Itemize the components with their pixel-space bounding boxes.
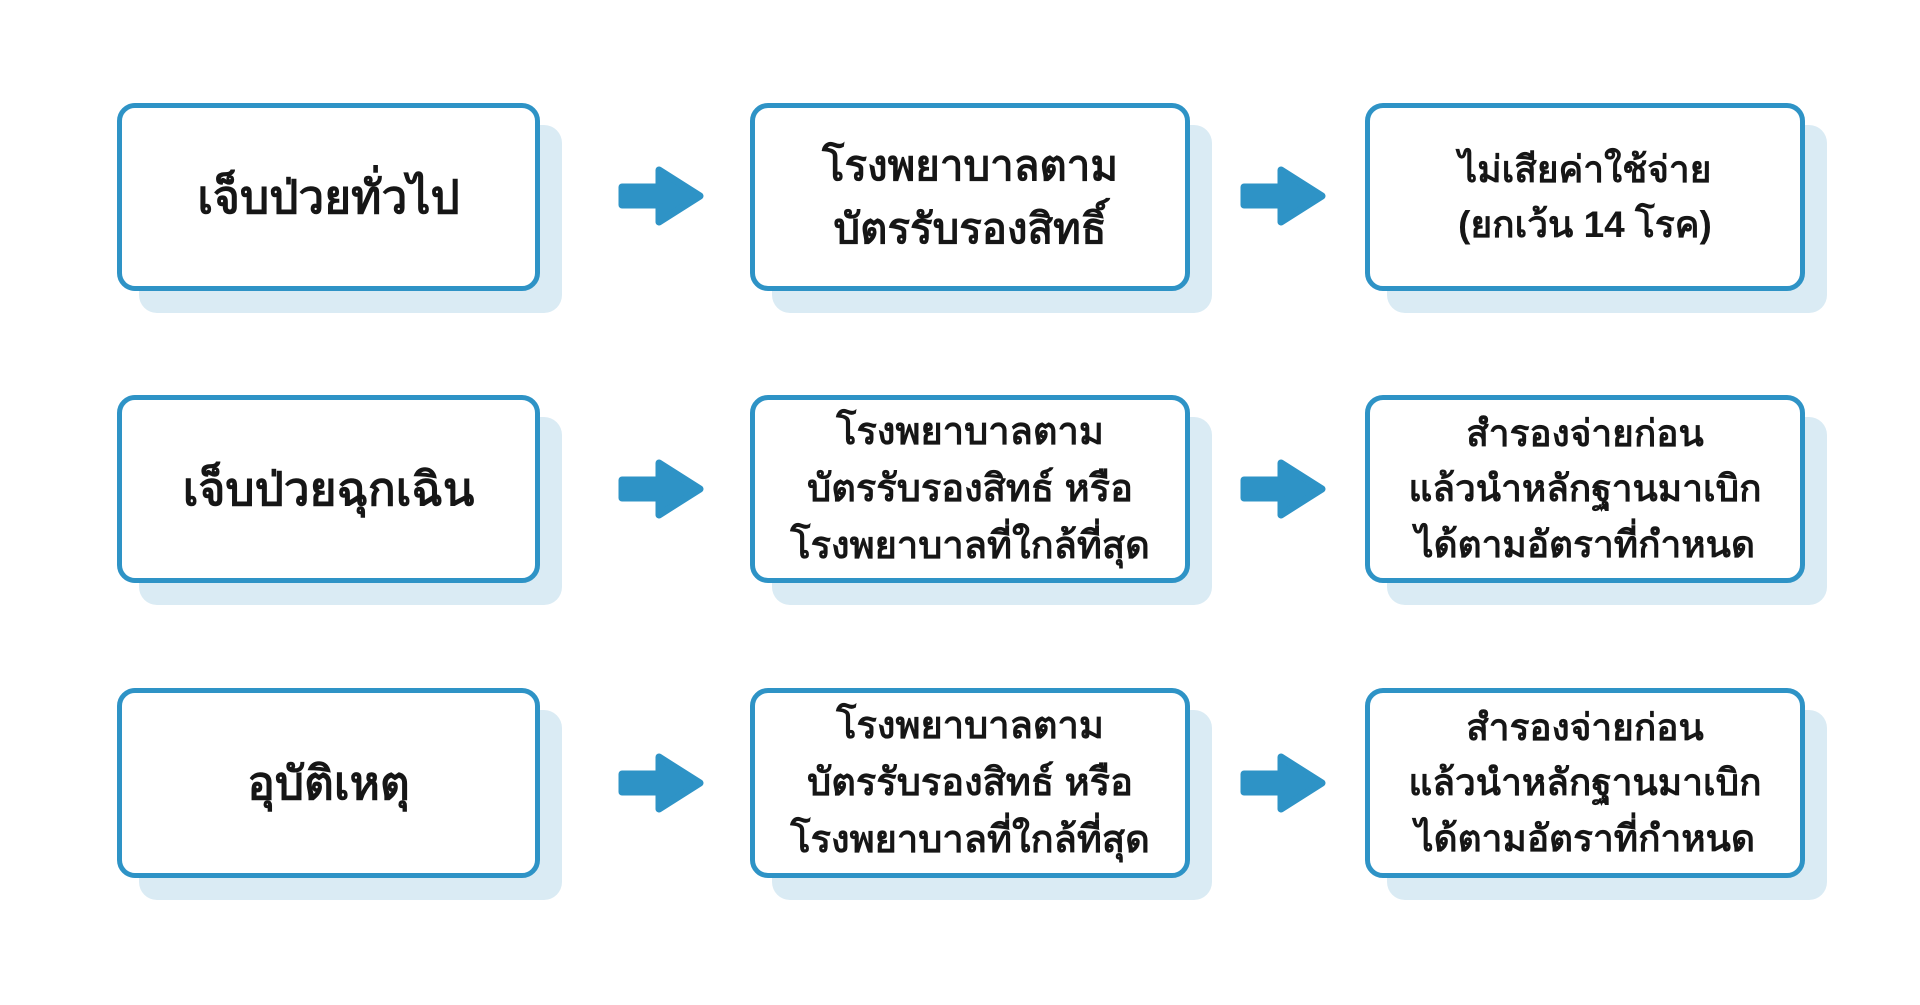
hospital-box-row1: โรงพยาบาลตาม บัตรรับรองสิทธิ์	[750, 103, 1190, 291]
payment-box-row2: สำรองจ่ายก่อน แล้วนำหลักฐานมาเบิก ได้ตาม…	[1365, 395, 1805, 583]
arrow-right-icon	[618, 753, 704, 813]
condition-label: อุบัติเหตุ	[247, 756, 410, 809]
payment-label: สำรองจ่ายก่อน แล้วนำหลักฐานมาเบิก ได้ตาม…	[1408, 706, 1762, 859]
condition-label: เจ็บป่วยฉุกเฉิน	[182, 462, 475, 515]
hospital-box-row3: โรงพยาบาลตาม บัตรรับรองสิทธ์ หรือ โรงพยา…	[750, 688, 1190, 878]
payment-label: ไม่เสียค่าใช้จ่าย (ยกเว้น 14 โรค)	[1458, 148, 1712, 246]
hospital-label: โรงพยาบาลตาม บัตรรับรองสิทธ์ หรือ โรงพยา…	[790, 704, 1150, 861]
condition-box-general-illness: เจ็บป่วยทั่วไป	[117, 103, 540, 291]
hospital-box-row2: โรงพยาบาลตาม บัตรรับรองสิทธ์ หรือ โรงพยา…	[750, 395, 1190, 583]
payment-box-row3: สำรองจ่ายก่อน แล้วนำหลักฐานมาเบิก ได้ตาม…	[1365, 688, 1805, 878]
hospital-label: โรงพยาบาลตาม บัตรรับรองสิทธ์ หรือ โรงพยา…	[790, 410, 1150, 567]
arrow-right-icon	[618, 166, 704, 226]
arrow-right-icon	[1240, 753, 1326, 813]
arrow-right-icon	[1240, 166, 1326, 226]
condition-label: เจ็บป่วยทั่วไป	[197, 170, 460, 223]
arrow-right-icon	[1240, 459, 1326, 519]
condition-box-emergency-illness: เจ็บป่วยฉุกเฉิน	[117, 395, 540, 583]
payment-box-row1: ไม่เสียค่าใช้จ่าย (ยกเว้น 14 โรค)	[1365, 103, 1805, 291]
hospital-label: โรงพยาบาลตาม บัตรรับรองสิทธิ์	[821, 142, 1119, 252]
condition-box-accident: อุบัติเหตุ	[117, 688, 540, 878]
payment-label: สำรองจ่ายก่อน แล้วนำหลักฐานมาเบิก ได้ตาม…	[1408, 412, 1762, 565]
arrow-right-icon	[618, 459, 704, 519]
